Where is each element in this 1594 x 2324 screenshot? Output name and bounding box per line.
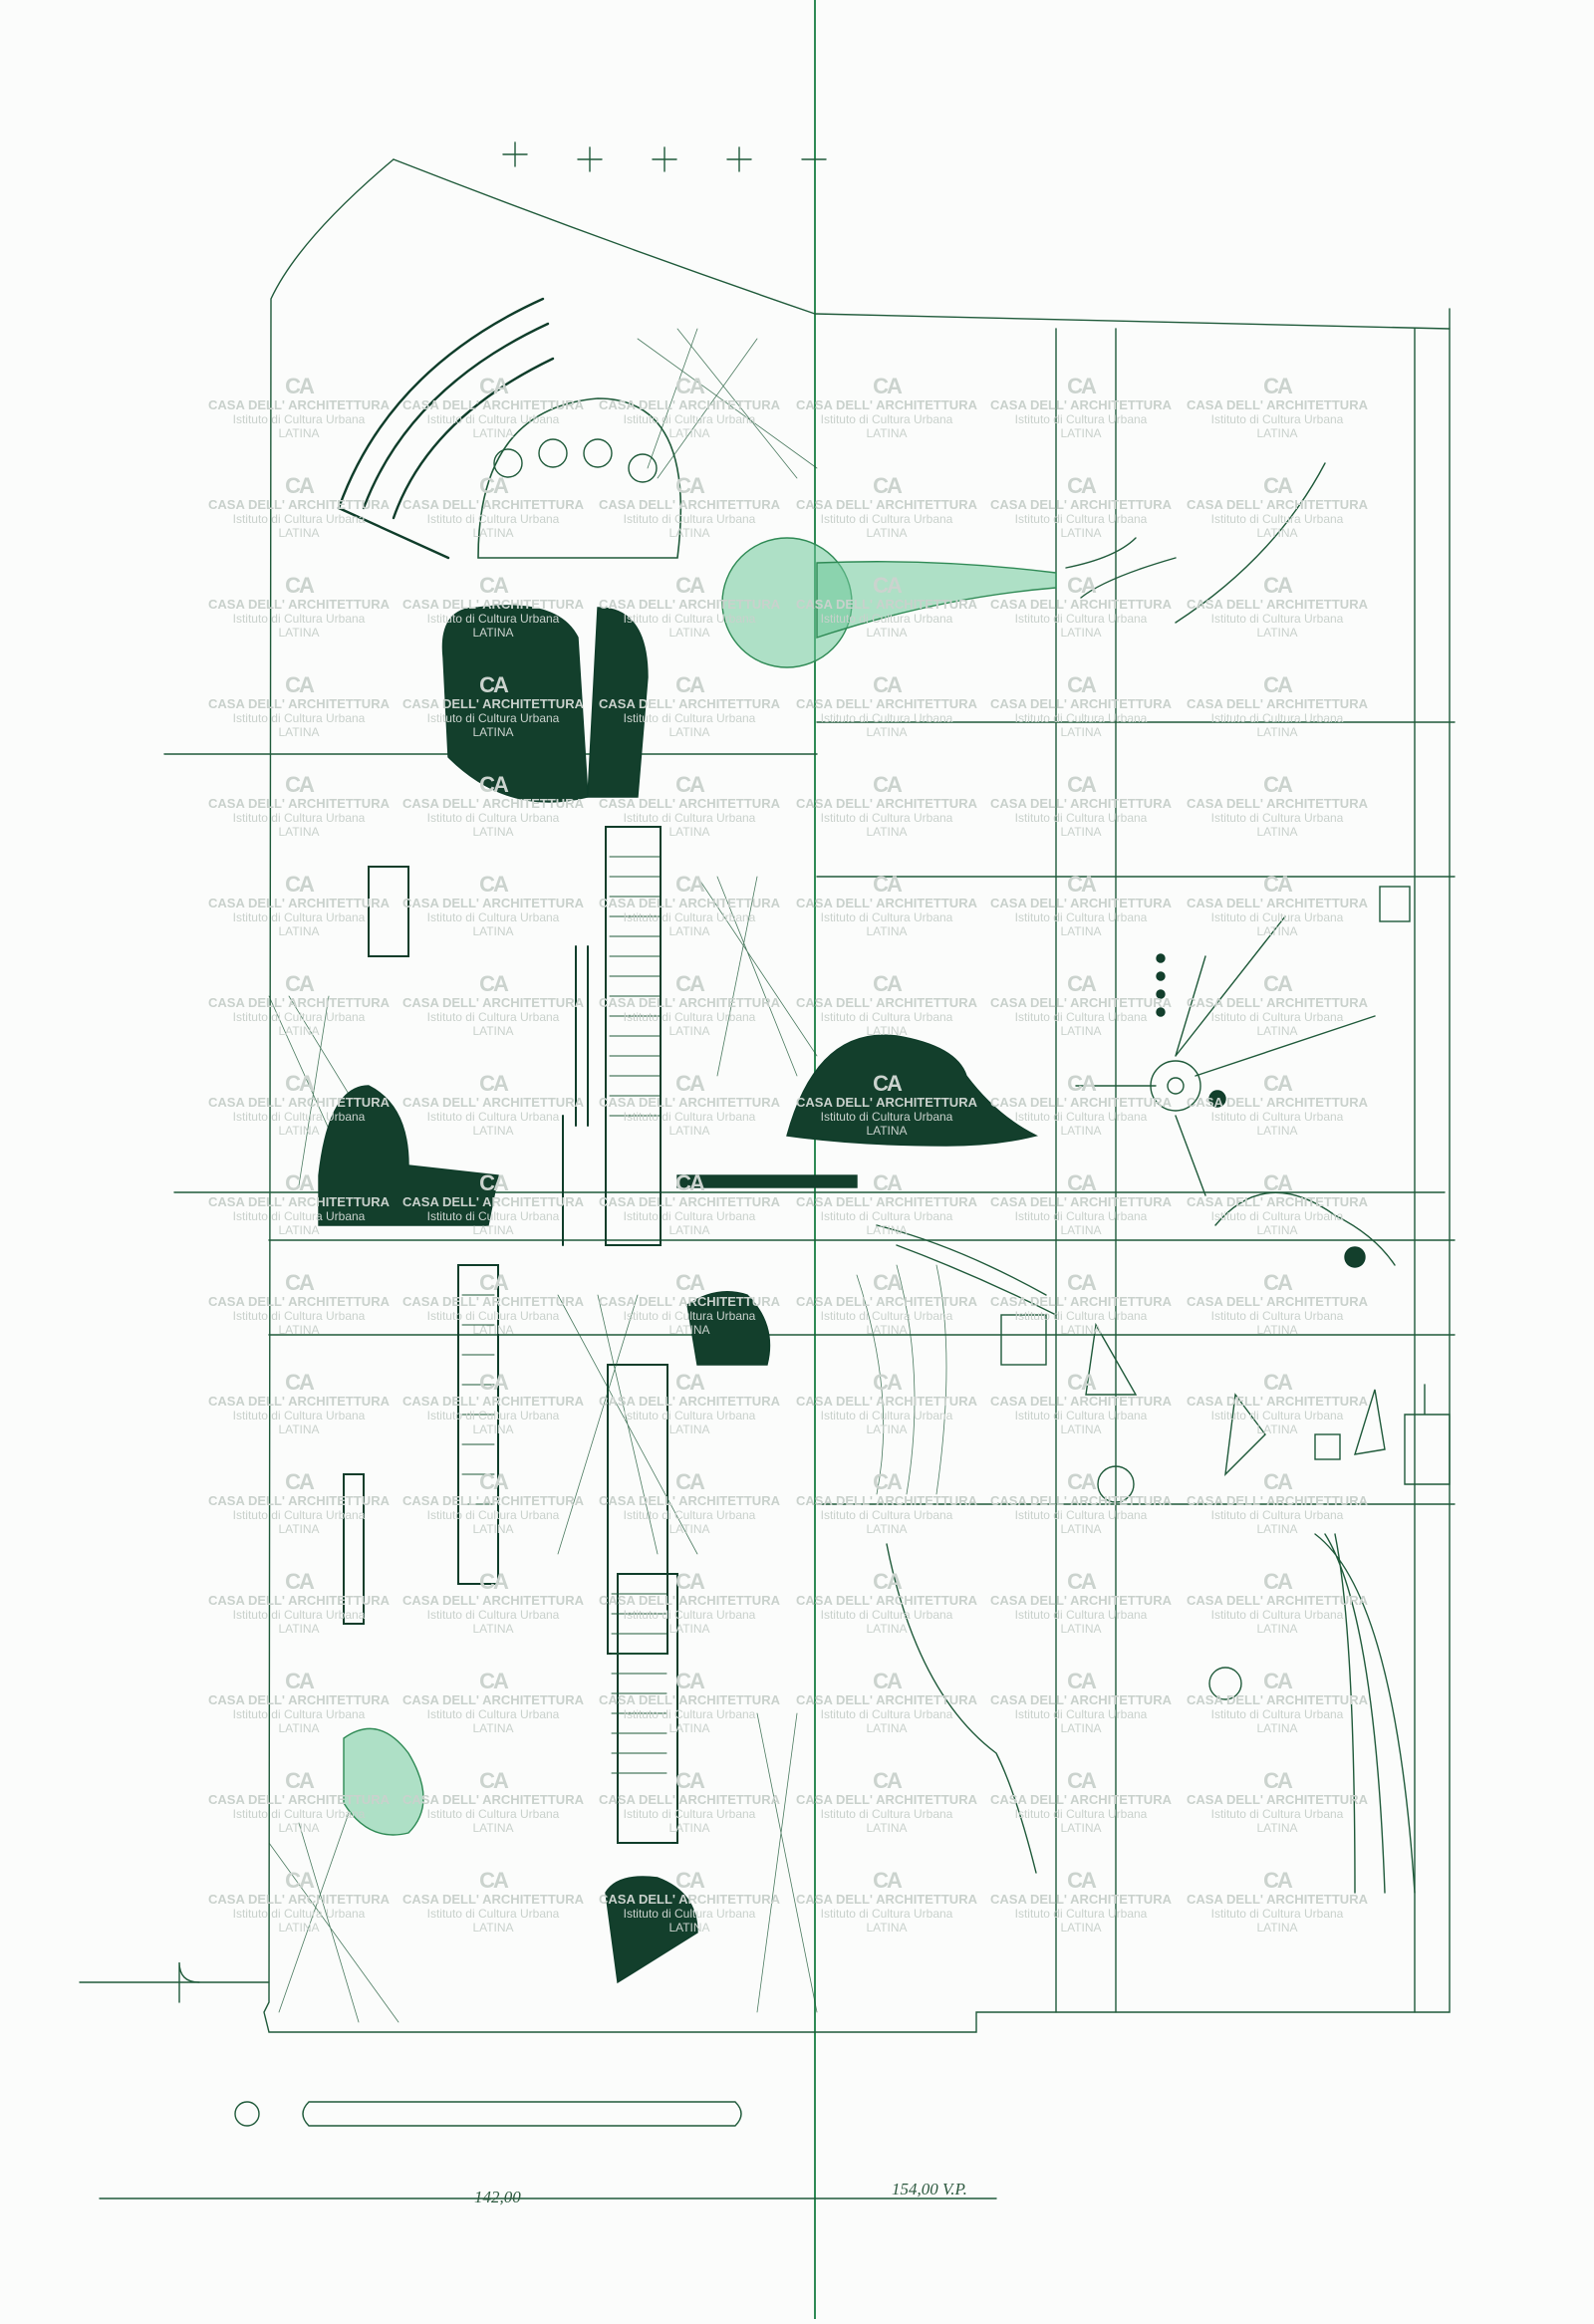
survey-marks: [502, 141, 827, 172]
central-spine: [343, 826, 678, 1844]
stair-hatching: [461, 856, 667, 1774]
dimension-label-left: 142,00: [474, 2188, 521, 2206]
green-masses: [343, 537, 1057, 1836]
curved-building: [337, 297, 555, 560]
right-sketch: [876, 462, 1451, 1894]
dark-masses: [318, 605, 1366, 1984]
dimension-label-right: 154,00 V.P.: [892, 2180, 967, 2198]
bottom-strip: [99, 2101, 997, 2199]
site-boundary: [263, 158, 1451, 2033]
semicircular-court: [477, 397, 682, 559]
north-arc: [393, 158, 1451, 330]
